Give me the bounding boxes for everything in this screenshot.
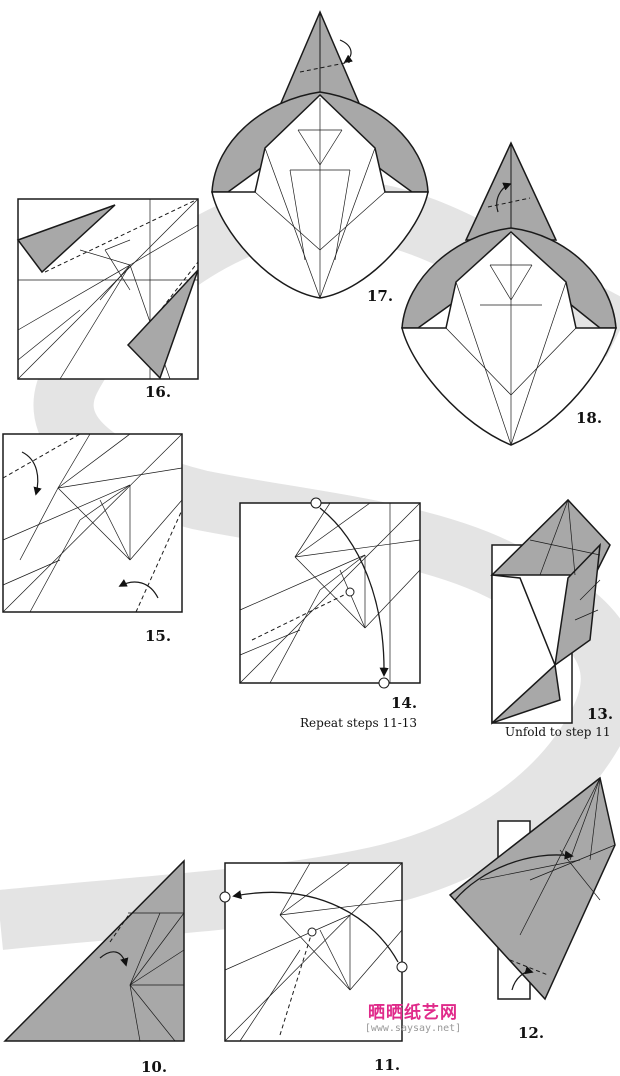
watermark-title: 晒晒纸艺网 xyxy=(368,1003,458,1023)
watermark-url: [www.saysay.net] xyxy=(364,1023,462,1034)
step-16-figure xyxy=(16,198,199,380)
step-14-number: 14. xyxy=(391,694,418,712)
step-10-number: 10. xyxy=(141,1058,168,1076)
step-10-figure xyxy=(3,859,185,1042)
step-17-number: 17. xyxy=(367,287,394,305)
step-11-figure xyxy=(219,862,408,1042)
watermark: 晒晒纸艺网 [www.saysay.net] xyxy=(352,998,474,1034)
step-15-figure xyxy=(2,433,183,613)
step-13-figure xyxy=(490,498,611,725)
step-15-number: 15. xyxy=(145,627,172,645)
step-11-number: 11. xyxy=(374,1056,401,1074)
step-14-note: Repeat steps 11-13 xyxy=(300,716,418,730)
step-13-number: 13. xyxy=(587,705,614,723)
step-18-figure xyxy=(401,141,617,446)
step-17-figure xyxy=(211,10,429,299)
step-13-note: Unfold to step 11 xyxy=(505,725,611,739)
step-18-number: 18. xyxy=(576,409,603,427)
step-12-figure xyxy=(448,776,616,1001)
step-14-figure xyxy=(239,497,421,689)
step-12-number: 12. xyxy=(518,1024,545,1042)
step-16-number: 16. xyxy=(145,383,172,401)
